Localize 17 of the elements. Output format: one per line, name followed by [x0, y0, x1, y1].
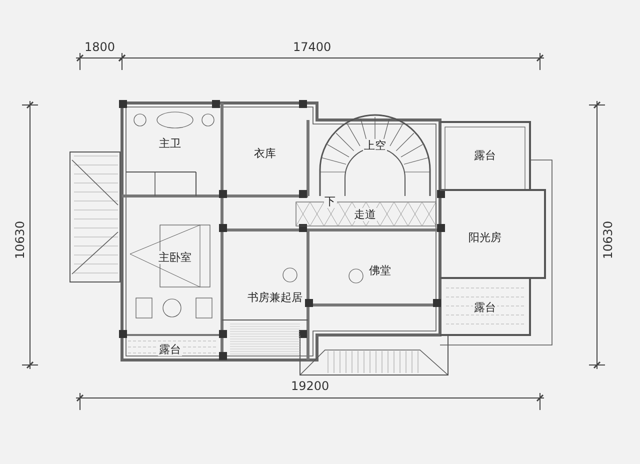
- room-label: 主卫: [158, 136, 182, 150]
- room-label: 上空: [363, 138, 387, 152]
- room-label: 下: [324, 194, 336, 208]
- room-label: 阳光房: [468, 230, 502, 244]
- dimension-label: 17400: [292, 40, 332, 54]
- dimension-label: 10630: [13, 220, 28, 260]
- room-label: 衣库: [253, 146, 277, 160]
- room-label: 露台: [473, 148, 497, 162]
- room-label: 书房兼起居: [246, 290, 304, 304]
- room-label: 露台: [473, 300, 497, 314]
- dimension-label: 1800: [84, 40, 116, 54]
- room-label: 露台: [158, 342, 182, 356]
- room-label: 走道: [353, 208, 377, 220]
- room-label: 佛堂: [368, 264, 392, 276]
- dimension-label: 19200: [290, 379, 330, 393]
- room-label: 主卧室: [158, 250, 192, 264]
- dimension-label: 10630: [601, 220, 616, 260]
